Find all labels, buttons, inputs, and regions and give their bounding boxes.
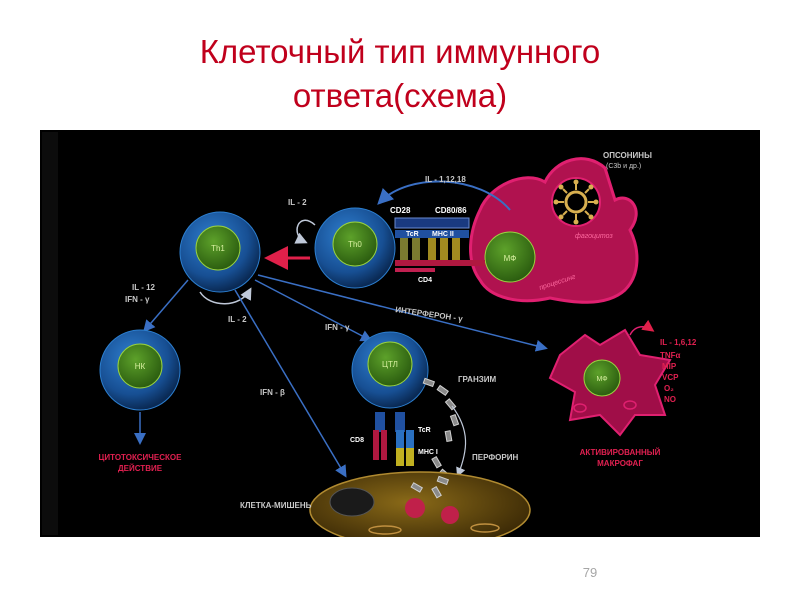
tcr-bottom-label: TcR xyxy=(418,427,431,434)
tcr-top-label: TcR xyxy=(406,231,419,238)
title-line-2: ответа(схема) xyxy=(292,77,508,114)
mip-label: MIP xyxy=(662,362,677,371)
opsonins-sub-label: (С3b и др.) xyxy=(606,163,641,170)
ifn-gamma-left-label: IFN - γ xyxy=(125,295,150,304)
il2-mid-label: IL - 2 xyxy=(228,315,247,324)
receptor-complex xyxy=(394,217,485,272)
cd4-label: CD4 xyxy=(418,277,432,284)
th1-to-nk-arrow xyxy=(143,279,189,333)
il-1-6-12-label: IL - 1,6,12 xyxy=(660,338,697,347)
th1-to-ctl-arrow xyxy=(254,279,373,342)
activated-label-2: МАКРОФАГ xyxy=(597,459,643,468)
cd8-label: CD8 xyxy=(350,437,364,444)
ctl-cell: ЦТЛ xyxy=(351,331,429,409)
vcp-label: VCP xyxy=(662,373,679,382)
ctl-receptors xyxy=(373,412,414,466)
il-1-12-18-label: IL - 1,12,18 xyxy=(425,175,466,184)
il2-autocrine-arrow xyxy=(294,219,316,244)
th1-cell: Th1 xyxy=(179,211,261,293)
activated-label-1: АКТИВИРОВАННЫЙ xyxy=(580,448,661,457)
phagocytosis-label: фагоцитоз xyxy=(575,233,613,240)
title-line-1: Клеточный тип иммунного xyxy=(199,33,601,70)
mhc2-label: МНС II xyxy=(432,231,454,238)
activated-macrophage-cell: МФ xyxy=(548,328,672,437)
o2-label: O₂ xyxy=(664,384,674,393)
ifn-beta-arrow xyxy=(234,289,347,478)
target-cell-label: КЛЕТКА-МИШЕНЬ xyxy=(240,501,312,510)
cytotoxic-label-1: ЦИТОТОКСИЧЕСКОЕ xyxy=(99,453,183,462)
target-granules xyxy=(410,475,450,499)
slide-title: Клеточный тип иммунного ответа(схема) xyxy=(0,30,800,118)
cd80-86-label: CD80/86 xyxy=(435,206,467,215)
th0-label: Th0 xyxy=(348,240,362,249)
no-label: NO xyxy=(664,395,676,404)
il2-loop-arrow xyxy=(199,287,252,305)
opsonins-label: ОПСОНИНЫ xyxy=(603,151,652,160)
tnf-label: TNFα xyxy=(660,351,681,360)
il12-label: IL - 12 xyxy=(132,283,156,292)
macrophage-cell: МФ xyxy=(469,157,639,304)
il2-top-label: IL - 2 xyxy=(288,198,307,207)
granzyme-label: ГРАНЗИМ xyxy=(458,375,496,384)
ifn-beta-label: IFN - β xyxy=(260,388,285,397)
nk-cell: НК xyxy=(99,329,181,411)
ifn-gamma-mid-label: IFN - γ xyxy=(325,323,350,332)
th0-cell: Th0 xyxy=(314,207,396,289)
perforin-label: ПЕРФОРИН xyxy=(472,453,518,462)
perforin-arrow xyxy=(451,405,467,478)
interferon-gamma-arrow xyxy=(257,274,548,352)
macrophage-label: МФ xyxy=(504,254,517,263)
activated-macrophage-label: МФ xyxy=(596,376,607,383)
cd28-label: CD28 xyxy=(390,206,411,215)
cytotoxic-label-2: ДЕЙСТВИЕ xyxy=(118,464,163,473)
page-number: 79 xyxy=(582,565,598,580)
opsonized-particle-icon xyxy=(553,179,599,225)
apoptotic-bodies xyxy=(405,498,459,524)
nk-label: НК xyxy=(135,362,146,371)
th1-label: Th1 xyxy=(211,244,225,253)
ctl-label: ЦТЛ xyxy=(382,360,398,369)
mhc1-label: МНС I xyxy=(418,449,438,456)
il-1-12-18-arrow xyxy=(377,180,511,211)
cytokine-release-arrow xyxy=(629,319,655,336)
immune-response-diagram: МФ ОПСОНИНЫ (С3b и др.) фагоцитоз процес… xyxy=(40,130,760,537)
